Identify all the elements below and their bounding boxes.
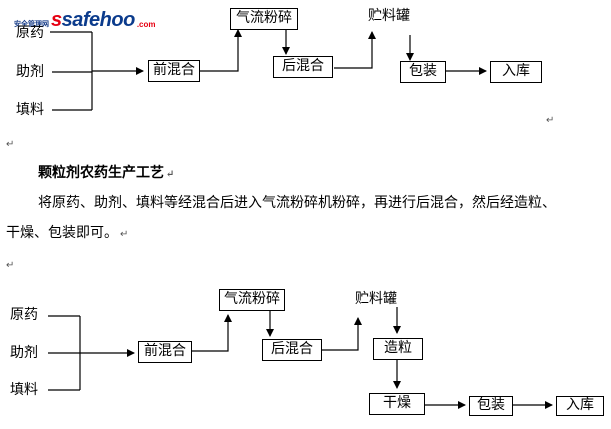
watermark-brand-text: safehoo: [61, 9, 136, 31]
flow1-storage-label: 贮料罐: [368, 8, 410, 24]
flow1-input-adjuvant: 助剂: [16, 64, 44, 80]
watermark-brand: ssafehoo: [51, 9, 136, 31]
flow2-input-filler: 填料: [10, 382, 38, 398]
flow2-granulate-box: 造粒: [373, 338, 423, 360]
paragraph-mark: ↵: [6, 139, 15, 150]
flow2-postmix-to-storage: [322, 317, 362, 351]
flow1-input-raw-drug: 原药: [16, 25, 44, 41]
flow2-input-adjuvant: 助剂: [10, 345, 38, 361]
flow2-premix-to-mill: [192, 314, 232, 352]
flow1-pack-box: 包装: [400, 61, 446, 83]
flow1-input-filler: 填料: [16, 102, 44, 118]
paragraph-mark: ↵: [546, 115, 555, 126]
flow2-storage-label: 贮料罐: [355, 291, 397, 307]
flow1-warehouse-box: 入库: [490, 61, 542, 83]
flow2-warehouse-box: 入库: [556, 396, 604, 416]
flow2-postmix-box: 后混合: [262, 339, 322, 361]
flow1-premix-box: 前混合: [148, 60, 200, 82]
flow2-premix-box: 前混合: [138, 341, 192, 363]
flow2-pack-box: 包装: [469, 396, 513, 416]
section-paragraph-line-2: 干燥、包装即可。↵: [6, 223, 129, 243]
watermark-suffix: .com: [136, 20, 156, 29]
section-paragraph-line-2-text: 干燥、包装即可。: [6, 225, 118, 241]
section-heading-text: 颗粒剂农药生产工艺: [38, 165, 164, 181]
paragraph-mark: ↵: [6, 260, 15, 271]
flow1-postmix-box: 后混合: [273, 56, 333, 78]
paragraph-mark: ↵: [120, 229, 129, 240]
flow2-airmill-box: 气流粉碎: [219, 289, 285, 311]
safehoo-watermark-logo: 安全管理网 ssafehoo .com: [14, 9, 156, 32]
section-paragraph-line-1: 将原药、助剂、填料等经混合后进入气流粉碎机粉碎，再进行后混合，然后经造粒、: [38, 195, 556, 211]
flow1-input-lines: [50, 31, 93, 111]
flow1-postmix-to-storage: [334, 31, 376, 69]
section-heading: 颗粒剂农药生产工艺↵: [38, 163, 175, 183]
flow2-dry-box: 干燥: [369, 393, 425, 415]
flow2-input-lines: [48, 315, 81, 391]
flow1-airmill-box: 气流粉碎: [230, 8, 298, 30]
watermark-left-text: 安全管理网: [14, 21, 49, 28]
flow1-premix-to-mill: [199, 29, 242, 72]
paragraph-mark: ↵: [166, 169, 175, 180]
flow2-input-raw-drug: 原药: [10, 307, 38, 323]
